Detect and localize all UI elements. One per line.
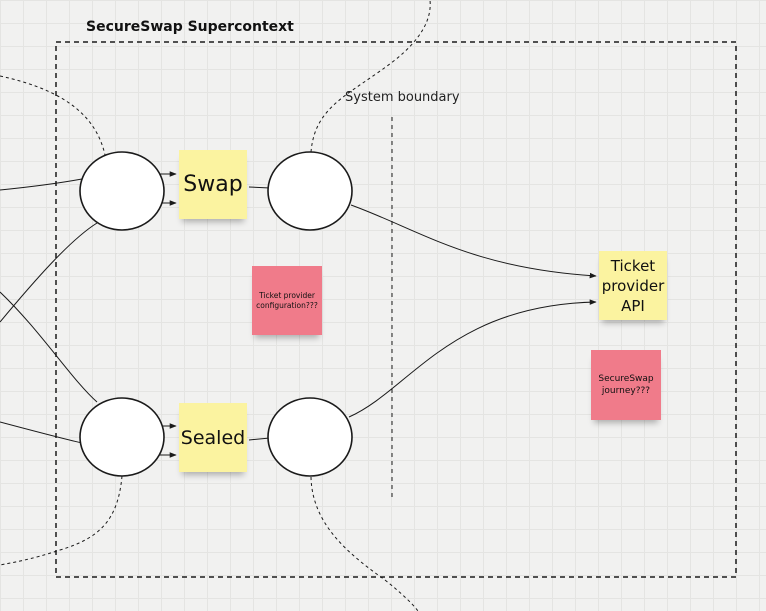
- dotted-connector: [310, 0, 431, 153]
- connector-line: [0, 291, 98, 403]
- left-top-circle[interactable]: [79, 151, 165, 231]
- arrow-connector: [350, 204, 597, 279]
- sticky-ticket-provider-api-text: Ticket provider API: [601, 256, 665, 315]
- sticky-swap[interactable]: Swap: [179, 150, 247, 219]
- sticky-sealed-text: Sealed: [180, 426, 246, 449]
- right-top-circle[interactable]: [267, 151, 353, 231]
- sticky-ticket-provider-configuration[interactable]: Ticket provider configuration???: [252, 266, 322, 335]
- dotted-connector: [310, 476, 419, 611]
- left-bottom-circle[interactable]: [79, 397, 165, 477]
- system-boundary-label: System boundary: [345, 90, 460, 105]
- right-bottom-circle[interactable]: [267, 397, 353, 477]
- connector-line: [248, 186, 271, 189]
- connector-line: [0, 222, 98, 323]
- sticky-ticket-provider-api[interactable]: Ticket provider API: [599, 251, 667, 320]
- dotted-connector: [0, 75, 106, 156]
- connector-line: [248, 437, 271, 441]
- supercontext-frame: [55, 41, 737, 578]
- connector-line: [0, 421, 83, 444]
- sticky-secureswap-journey-text: SecureSwap journey???: [598, 374, 654, 396]
- sticky-sealed[interactable]: Sealed: [179, 403, 247, 472]
- sticky-secureswap-journey[interactable]: SecureSwap journey???: [591, 350, 661, 420]
- connector-line: [0, 178, 83, 191]
- arrow-connector: [348, 299, 597, 418]
- dotted-connector: [0, 475, 123, 566]
- sticky-swap-text: Swap: [183, 172, 243, 197]
- supercontext-title: SecureSwap Supercontext: [86, 19, 294, 35]
- sticky-ticket-provider-configuration-text: Ticket provider configuration???: [256, 290, 318, 310]
